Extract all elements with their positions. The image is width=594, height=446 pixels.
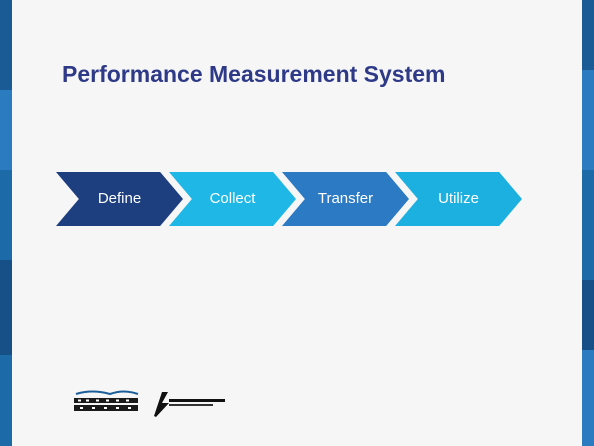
slide-title: Performance Measurement System bbox=[62, 61, 446, 87]
process-step-label: Utilize bbox=[438, 190, 479, 207]
process-step-define: Define bbox=[56, 172, 183, 226]
process-step-transfer: Transfer bbox=[282, 172, 409, 226]
logos-svg bbox=[74, 390, 225, 417]
mid-atlantic-transplant-logo bbox=[74, 390, 139, 411]
left-edge-decoration bbox=[0, 0, 12, 446]
process-step-label: Collect bbox=[209, 190, 256, 207]
process-step-label: Transfer bbox=[317, 190, 374, 207]
process-flow: Define Collect Transfer Utilize bbox=[56, 172, 536, 226]
process-step-collect: Collect bbox=[169, 172, 296, 226]
process-step-label: Define bbox=[97, 190, 142, 207]
right-edge-decoration bbox=[582, 0, 594, 446]
process-step-utilize: Utilize bbox=[395, 172, 522, 226]
logo-row bbox=[72, 390, 232, 418]
organization-lightning-logo bbox=[154, 392, 225, 417]
